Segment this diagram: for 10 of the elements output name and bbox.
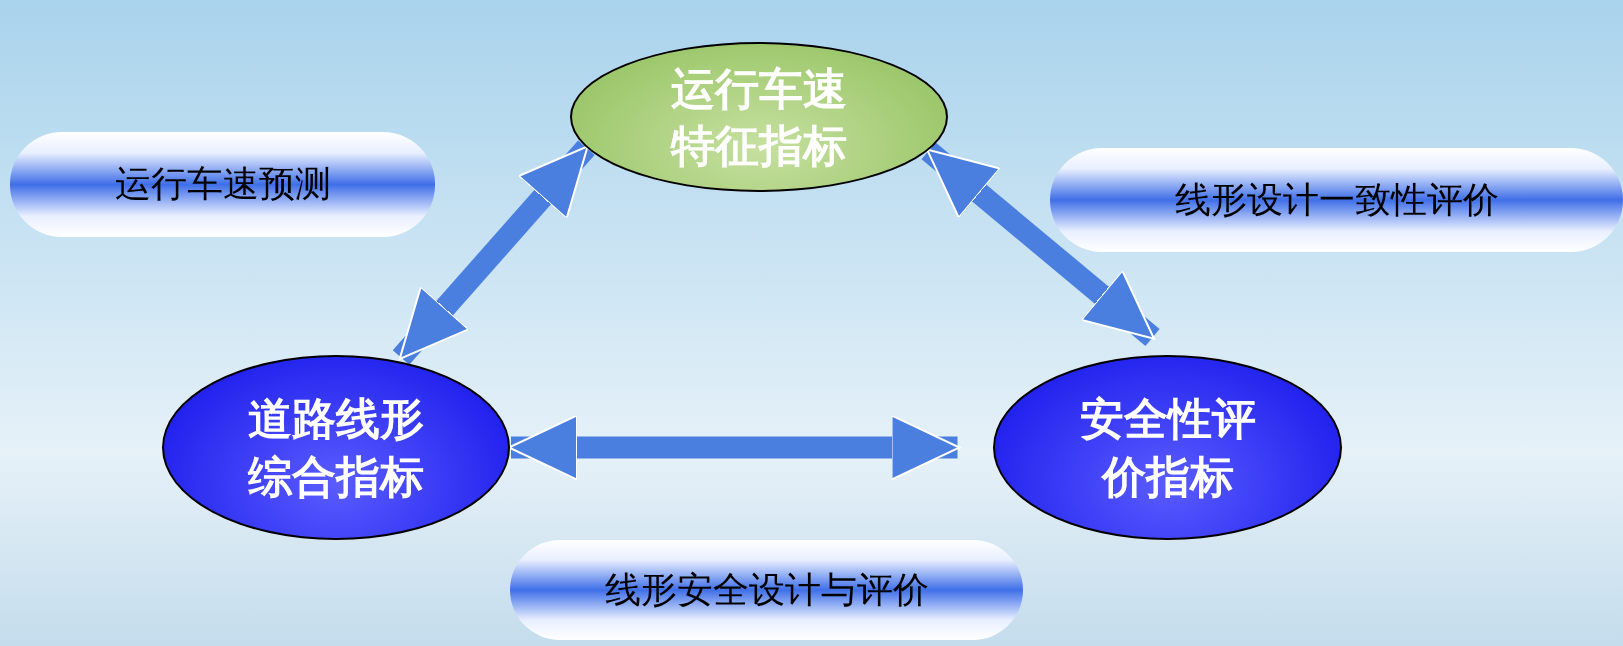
node-label: 运行车速特征指标 <box>669 61 848 173</box>
double-arrow <box>392 140 595 365</box>
node-label: 安全性评价指标 <box>1078 392 1257 504</box>
node-label: 道路线形综合指标 <box>247 392 425 504</box>
pill-text: 运行车速预测 <box>114 162 331 206</box>
pill-text: 线形设计一致性评价 <box>1174 177 1499 222</box>
pill-text: 线形安全设计与评价 <box>604 567 929 612</box>
double-arrow <box>508 414 961 481</box>
pill-label-box <box>1050 148 1623 252</box>
double-arrow <box>921 142 1160 346</box>
